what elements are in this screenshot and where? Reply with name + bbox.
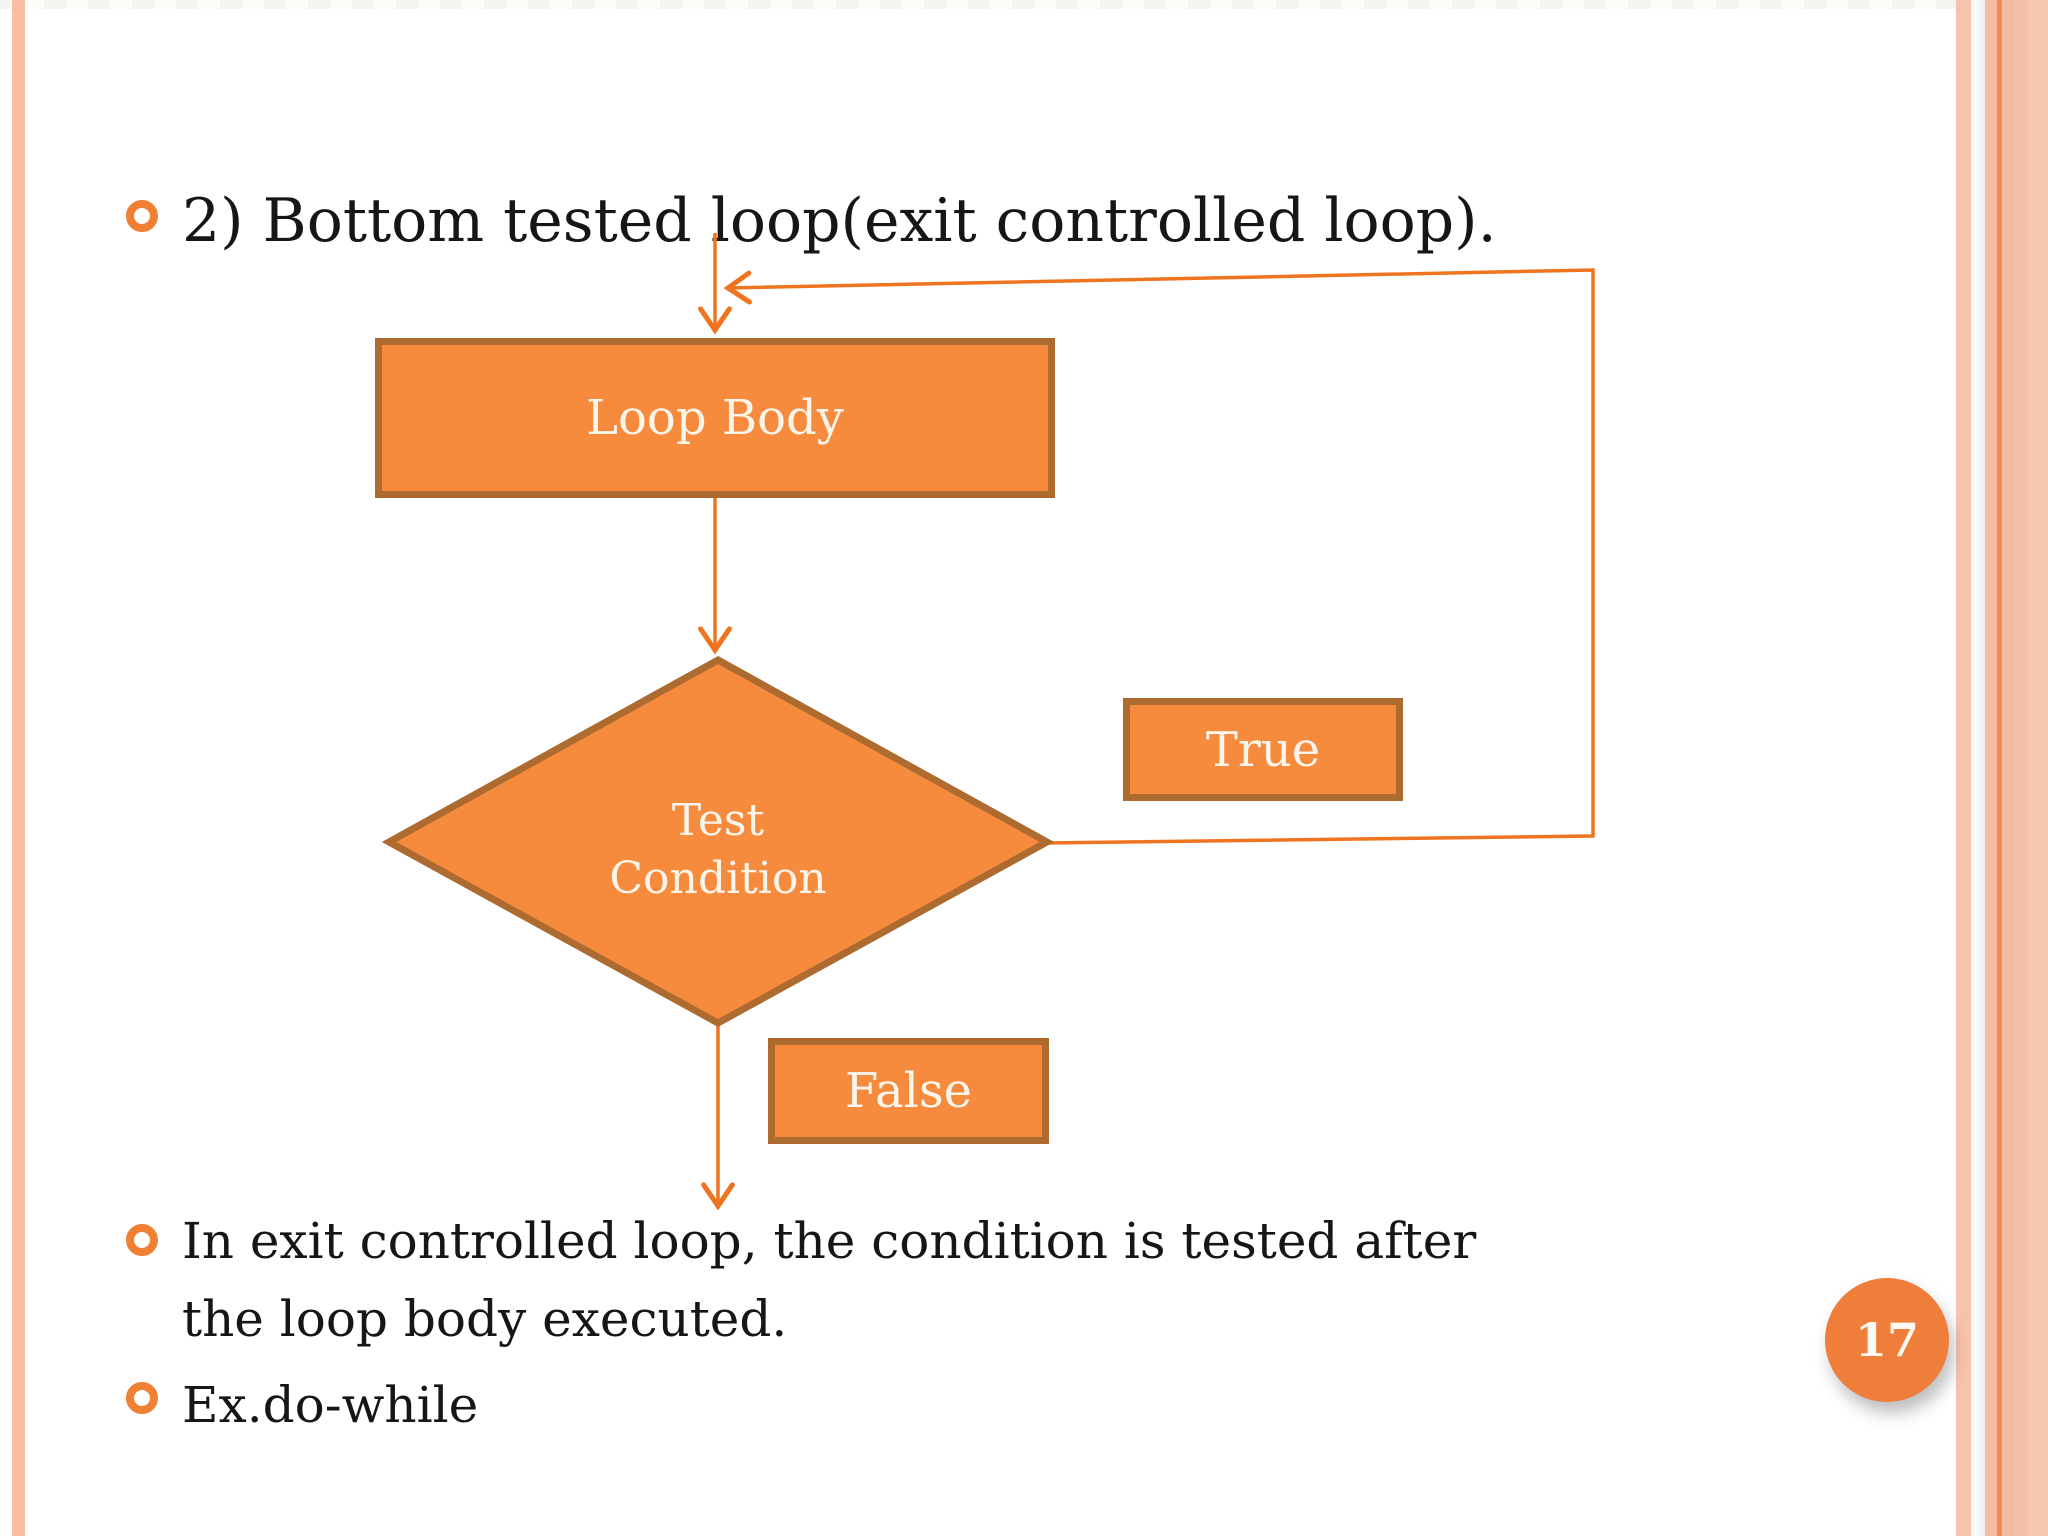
slide-title: 2) Bottom tested loop(exit controlled lo… bbox=[182, 186, 1497, 256]
bullet-exit-line1: In exit controlled loop, the condition i… bbox=[182, 1212, 1477, 1270]
bullet-exit-text: In exit controlled loop, the condition i… bbox=[182, 1202, 1476, 1358]
loop-body-label: Loop Body bbox=[586, 390, 844, 446]
decision-label: Test Condition bbox=[468, 792, 968, 908]
right-border-stripe bbox=[2014, 0, 2028, 1536]
decision-label-line1: Test bbox=[671, 795, 765, 846]
right-border-stripe bbox=[2002, 0, 2014, 1536]
false-branch-node: False bbox=[768, 1038, 1049, 1144]
bullet-exit-line2: the loop body executed. bbox=[182, 1290, 788, 1348]
top-dashed-border bbox=[0, 0, 2048, 9]
loop-body-node: Loop Body bbox=[375, 338, 1055, 498]
right-border-stripe bbox=[1985, 0, 1997, 1536]
bullet-ring-icon bbox=[126, 1224, 158, 1256]
decision-label-line2: Condition bbox=[609, 853, 827, 904]
right-border-stripe-accent bbox=[1997, 0, 2002, 1536]
bullet-ring-icon bbox=[126, 1382, 158, 1414]
true-branch-node: True bbox=[1123, 698, 1403, 801]
title-bullet-row: 2) Bottom tested loop(exit controlled lo… bbox=[126, 184, 1826, 258]
bullet-item-exit-controlled: In exit controlled loop, the condition i… bbox=[126, 1202, 1926, 1358]
page-number-badge: 17 bbox=[1825, 1278, 1949, 1402]
bullet-item-example: Ex.do-while bbox=[126, 1366, 1926, 1444]
decision-diamond bbox=[381, 656, 1055, 1027]
bullet-ring-icon bbox=[126, 200, 158, 232]
true-branch-label: True bbox=[1205, 721, 1321, 778]
false-branch-label: False bbox=[844, 1063, 973, 1119]
body-text-block: In exit controlled loop, the condition i… bbox=[126, 1202, 1926, 1444]
page-number: 17 bbox=[1854, 1313, 1919, 1367]
right-border-stripe bbox=[2028, 0, 2048, 1536]
right-border-stripe bbox=[1971, 0, 1985, 1536]
bullet-example-text: Ex.do-while bbox=[182, 1376, 479, 1434]
arrow-true-feedback-loop bbox=[723, 268, 1595, 845]
left-border-stripe bbox=[12, 0, 25, 1536]
right-border-stripe bbox=[1956, 0, 1971, 1536]
